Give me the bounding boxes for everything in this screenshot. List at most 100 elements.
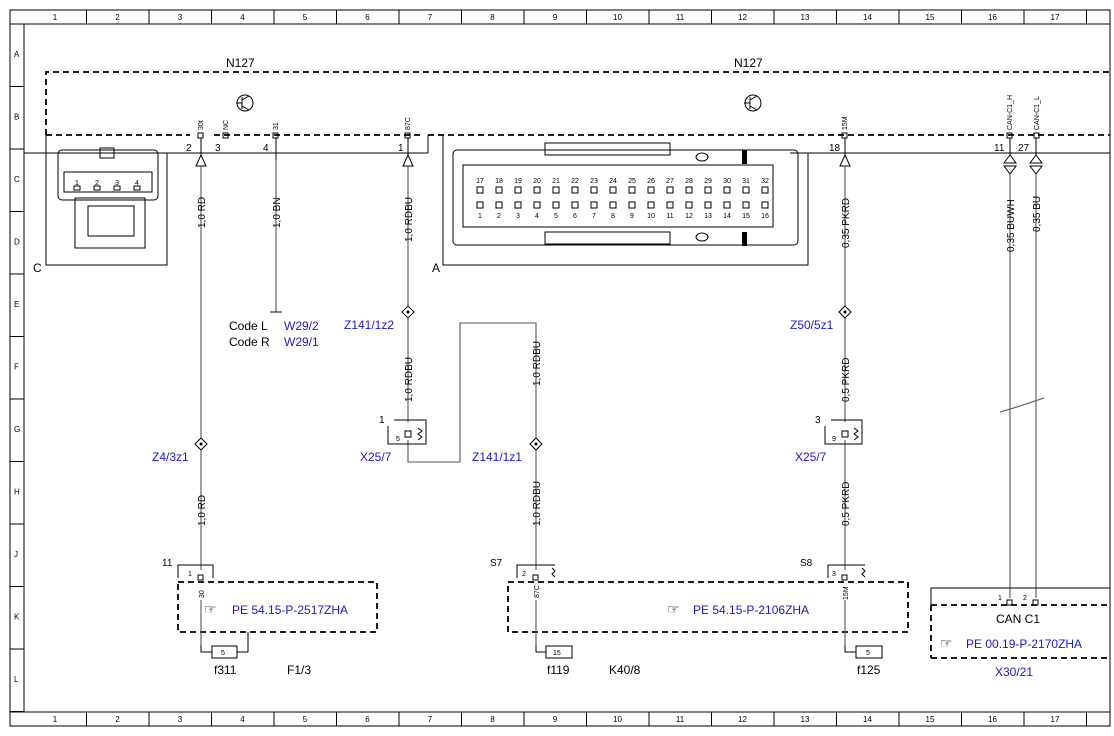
- grid-row-label: K: [14, 613, 20, 622]
- connector-a-pin-label: 24: [609, 178, 617, 185]
- fuse-block-k40-8: S7 2 87C S8 3 15M ☞ PE 54.15-P-2106ZHA 1…: [490, 558, 909, 677]
- connector-a-pin-label: 31: [742, 178, 750, 185]
- pin-number: 9: [832, 436, 836, 443]
- splice-label: Z50/5z1: [790, 318, 834, 332]
- connector-x25-7-left: 1 5 X25/7: [360, 415, 427, 464]
- connector-a-pin-label: 1: [478, 213, 482, 220]
- grid-column-label: 13: [801, 715, 810, 724]
- connector-a-pin-label: 10: [647, 213, 655, 220]
- connector-a-pin: [590, 201, 598, 209]
- connector-a-pin: [476, 186, 484, 194]
- splice-label: Z4/3z1: [152, 450, 189, 464]
- connector-a-pin: [609, 186, 617, 194]
- connector-a-pin-label: 4: [535, 213, 539, 220]
- connector-c-pin-label: 2: [95, 180, 99, 187]
- grid-row-label: E: [14, 300, 19, 309]
- connector-a-pin-label: 9: [630, 213, 634, 220]
- pin-number: 2: [186, 143, 192, 154]
- splice-label: Z141/1z1: [472, 450, 522, 464]
- pin-nc: NC: [223, 120, 230, 130]
- x30-21-label: X30/21: [995, 665, 1033, 679]
- pe-ref-2: PE 54.15-P-2106ZHA: [693, 603, 809, 617]
- splice-label: Z141/1z2: [344, 318, 394, 332]
- grid-column-label: 15: [926, 715, 935, 724]
- grid-column-label: 16: [988, 715, 997, 724]
- connector-a-pin-label: 23: [590, 178, 598, 185]
- connector-a-pin-label: 3: [516, 213, 520, 220]
- fuse-rating: 5: [221, 650, 225, 657]
- wires: [200, 160, 1045, 598]
- grid-column-label: 13: [801, 13, 810, 22]
- connector-a-pin-label: 17: [476, 178, 484, 185]
- hand-pointer-icon: ☞: [940, 635, 953, 651]
- grid-column-label: 12: [738, 715, 747, 724]
- grid-column-label: 5: [303, 715, 308, 724]
- grid-column-label: 6: [365, 13, 370, 22]
- connector-c-pin: [93, 185, 101, 191]
- connector-c-label: C: [33, 261, 42, 275]
- connector-a-pin-label: 16: [761, 213, 769, 220]
- connector-a-pin: [628, 186, 636, 194]
- grid-row-label: J: [14, 550, 18, 559]
- connector-a-pin: [685, 186, 693, 194]
- pin-number: 4: [263, 143, 269, 154]
- connector-a-pin-label: 12: [685, 213, 693, 220]
- transistor-icon: [236, 94, 254, 112]
- connector-a-pin: [704, 201, 712, 209]
- grid-row-label: G: [14, 425, 20, 434]
- connector-a-pin: [723, 186, 731, 194]
- wire-label: 1,0 RDBU: [404, 357, 415, 402]
- connector-a-pin: [495, 201, 503, 209]
- connector-a-pin-label: 13: [704, 213, 712, 220]
- grid-column-label: 17: [1051, 715, 1060, 724]
- hand-pointer-icon: ☞: [204, 601, 217, 617]
- connector-a-pin-label: 7: [592, 213, 596, 220]
- pin-number: 2: [1023, 595, 1027, 602]
- grid-column-label: 9: [553, 715, 558, 724]
- pin-number: 1: [379, 415, 385, 426]
- connector-a-pin: [495, 186, 503, 194]
- wire-label: 0,35 PKRD: [841, 198, 852, 248]
- grid-column-label: 17: [1051, 13, 1060, 22]
- wire-label: 0,35 BUWH: [1006, 199, 1017, 252]
- connector-a-pin: [723, 201, 731, 209]
- diagram-frame: [9, 9, 1111, 727]
- connector-a-pin: [666, 186, 674, 194]
- grid-row-label: C: [14, 175, 20, 184]
- code-r-ref: W29/1: [284, 335, 319, 349]
- grid-row-label: B: [14, 113, 19, 122]
- pin-can-c1-l: CAN-C1_L: [1034, 96, 1041, 130]
- connector-x25-7-right: 3 9 X25/7: [795, 415, 863, 464]
- k40-8-label: K40/8: [609, 663, 641, 677]
- pin-number: 3: [215, 143, 221, 154]
- pin-number: S8: [800, 558, 813, 569]
- n127-label-right: N127: [734, 56, 763, 70]
- connector-a-pin-label: 19: [514, 178, 522, 185]
- connector-a-pin: [476, 201, 484, 209]
- connector-a-pin-label: 32: [761, 178, 769, 185]
- connector-a-pin-label: 8: [611, 213, 615, 220]
- connector-a-pin-label: 11: [666, 213, 673, 220]
- wire-label: 0,5 PKRD: [841, 358, 852, 402]
- pin-number: 3: [815, 415, 821, 426]
- splice-points: [194, 305, 852, 451]
- connector-a-pin-label: 27: [666, 178, 674, 185]
- pin-15m: 15M: [842, 116, 849, 130]
- connector-a-pin: [628, 201, 636, 209]
- grid-column-label: 16: [988, 13, 997, 22]
- grid-row-label: L: [14, 675, 19, 684]
- connector-a-pin: [533, 186, 541, 194]
- x25-7-left-label: X25/7: [360, 450, 392, 464]
- pin-31: 31: [273, 122, 280, 130]
- pin-number: 11: [162, 558, 173, 569]
- fuse-rating: 5: [866, 650, 870, 657]
- connector-a-label: A: [432, 261, 440, 275]
- grid-row-label: H: [14, 488, 20, 497]
- pin-number: 27: [1018, 143, 1030, 154]
- connector-a-pin-label: 21: [552, 178, 560, 185]
- connector-a-pin: [647, 186, 655, 194]
